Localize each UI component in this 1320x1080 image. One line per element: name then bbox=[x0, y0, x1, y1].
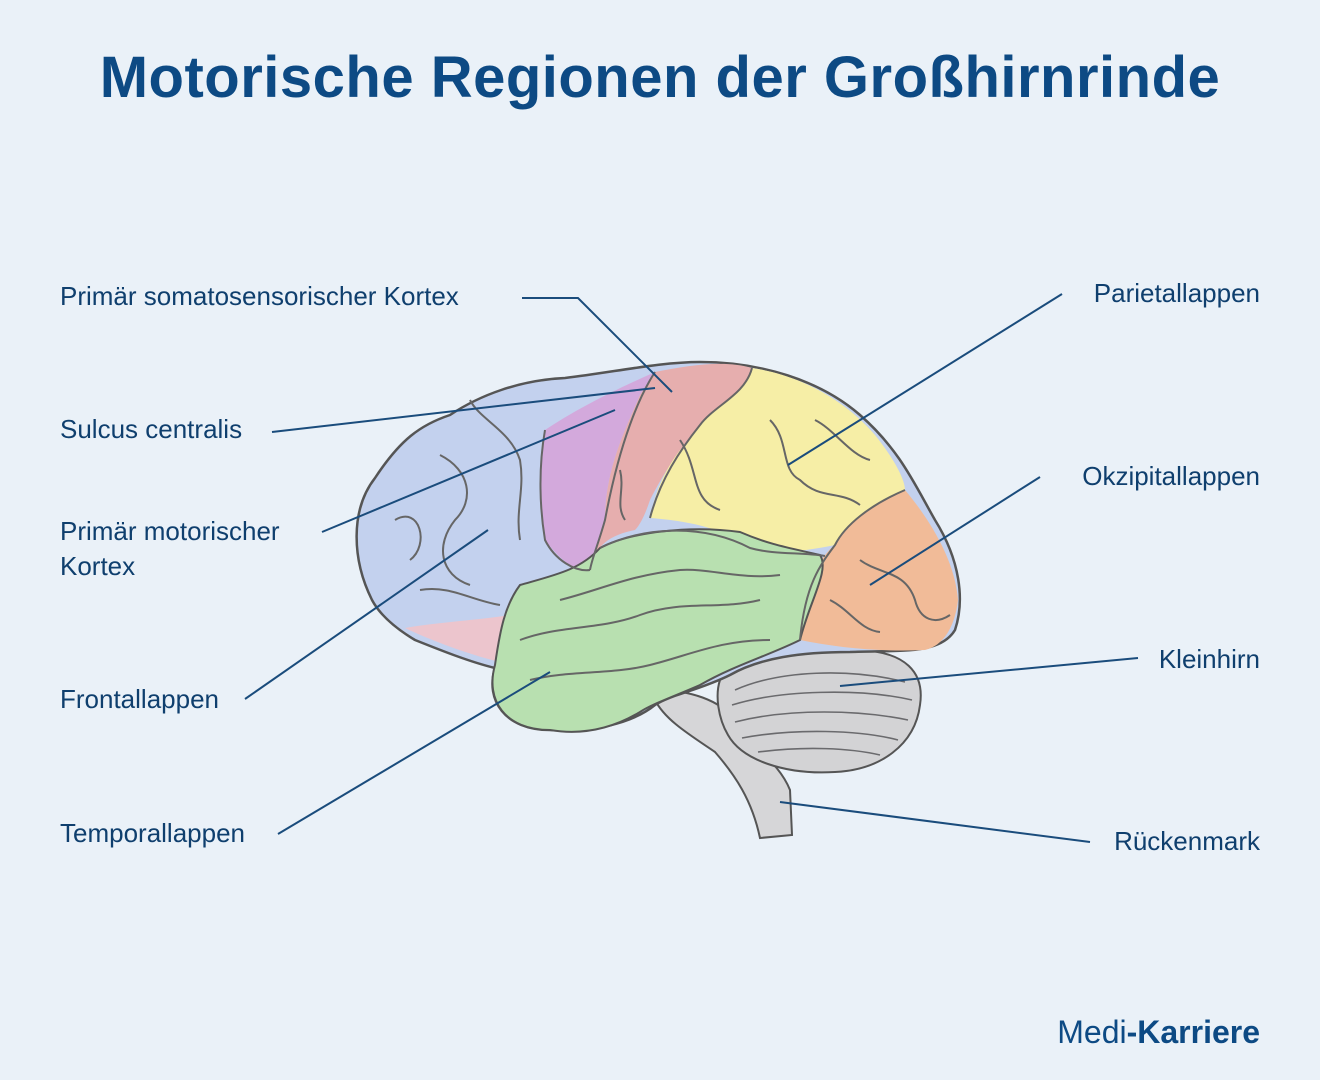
leader-lines bbox=[244, 293, 1139, 843]
label-temporal-lobe: Temporallappen bbox=[60, 818, 246, 848]
label-occipital-lobe: Okzipitallappen bbox=[1082, 461, 1260, 491]
leader-frontal bbox=[244, 529, 489, 700]
label-frontal-lobe: Frontallappen bbox=[60, 684, 219, 714]
leader-motor bbox=[321, 409, 616, 533]
label-primary-somatosensory-cortex: Primär somatosensorischer Kortex bbox=[60, 281, 459, 311]
label-spinal-cord: Rückenmark bbox=[1114, 826, 1260, 856]
label-sulcus-centralis: Sulcus centralis bbox=[60, 414, 243, 444]
primary-motor-region bbox=[540, 372, 655, 571]
primary-somatosensory-region bbox=[590, 363, 752, 570]
cerebellum-region bbox=[716, 648, 922, 774]
leader-temporal bbox=[277, 671, 551, 835]
leader-parietal bbox=[787, 293, 1063, 466]
leader-sulcus bbox=[271, 387, 656, 433]
parietal-lobe-region bbox=[650, 368, 905, 553]
label-parietal-lobe: Parietallappen bbox=[1093, 278, 1260, 308]
leader-cerebellum bbox=[839, 657, 1139, 687]
sulci-lines bbox=[394, 367, 951, 681]
leader-spinal-cord bbox=[779, 801, 1091, 843]
leader-occipital bbox=[869, 476, 1041, 586]
label-primary-motor-line2: Kortex bbox=[60, 551, 136, 581]
label-cerebellum: Kleinhirn bbox=[1158, 644, 1260, 674]
occipital-lobe-region bbox=[794, 490, 958, 651]
label-primary-motor-cortex: Primär motorischer Kortex bbox=[60, 514, 280, 584]
cerebellum-folds bbox=[731, 672, 913, 756]
brand-part2: Karriere bbox=[1137, 1014, 1260, 1050]
orbital-region bbox=[405, 615, 510, 662]
brand-logo: Medi-Karriere bbox=[1057, 1014, 1260, 1051]
brand-separator: - bbox=[1126, 1014, 1138, 1050]
label-primary-motor-line1: Primär motorischer bbox=[60, 516, 280, 546]
leader-somatosensory bbox=[522, 297, 673, 393]
page-title: Motorische Regionen der Großhirnrinde bbox=[99, 45, 1221, 110]
brand-part1: Medi bbox=[1057, 1014, 1127, 1050]
